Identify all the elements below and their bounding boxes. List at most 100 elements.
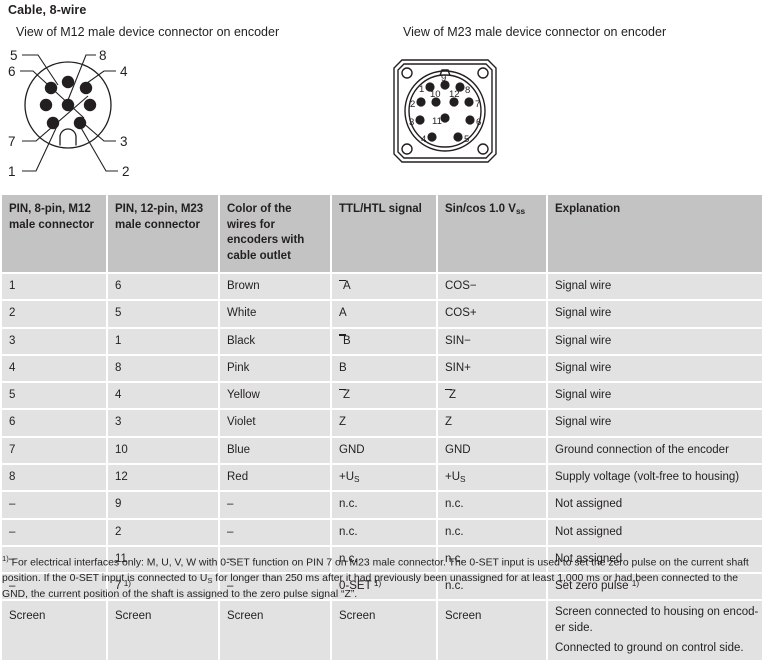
col-header-wire-color: Color of the wires for encoders with cab… bbox=[220, 195, 330, 273]
m23-flange-outer bbox=[393, 59, 497, 163]
m23-pin-12 bbox=[449, 97, 459, 107]
cell-m23-pin-value: 11 bbox=[115, 552, 127, 565]
cell-wire-color-value: – bbox=[227, 525, 234, 538]
cell-sincos-signal-value: SIN+ bbox=[445, 361, 471, 374]
table-row: –9–n.c.n.c.Not assigned bbox=[2, 492, 762, 518]
m23-pin-11 bbox=[440, 113, 450, 123]
cell-m12-pin: – bbox=[2, 519, 106, 545]
explanation-paragraph: Not assigned bbox=[555, 552, 623, 565]
cell-ttl-signal: GND bbox=[332, 437, 436, 464]
explanation-paragraph: Signal wire bbox=[555, 280, 612, 293]
cell-m23-pin: 10 bbox=[108, 437, 218, 464]
m23-label-4: 4 bbox=[421, 134, 426, 145]
cell-wire-color-value: White bbox=[227, 307, 257, 320]
cell-wire-color-value: Pink bbox=[227, 361, 250, 374]
cell-wire-color: Yellow bbox=[220, 383, 330, 409]
cell-m23-pin-value: 4 bbox=[115, 389, 122, 402]
cell-m12-pin: 1 bbox=[2, 274, 106, 300]
m23-mount-hole-br bbox=[477, 143, 489, 155]
m23-pin-6 bbox=[465, 115, 475, 125]
cell-wire-color-value: – bbox=[227, 580, 234, 593]
col-header-m12-pin: PIN, 8-pin, M12 male connector bbox=[2, 195, 106, 273]
connector-diagrams: View of M12 male device connector on enc… bbox=[0, 22, 762, 190]
cell-explanation: Supply voltage (volt-free to housing) bbox=[548, 465, 762, 491]
cell-m12-pin: Screen bbox=[2, 601, 106, 661]
cell-sincos-signal: GND bbox=[438, 437, 546, 464]
cell-sincos-signal: n.c. bbox=[438, 574, 546, 600]
cell-explanation: Signal wire bbox=[548, 410, 762, 436]
m12-label-3: 3 bbox=[120, 134, 128, 149]
m12-label-6: 6 bbox=[8, 64, 16, 79]
cell-sincos-signal: n.c. bbox=[438, 492, 546, 518]
cell-wire-color-value: Brown bbox=[227, 280, 260, 293]
explanation-footnote-ref: 1) bbox=[631, 578, 640, 588]
cell-m12-pin-value: – bbox=[9, 580, 16, 593]
explanation-paragraph: Supply voltage (volt-free to housing) bbox=[555, 471, 740, 484]
cell-wire-color: Brown bbox=[220, 274, 330, 300]
cell-sincos-signal: COS− bbox=[438, 274, 546, 300]
cell-sincos-signal-value: n.c. bbox=[445, 498, 464, 511]
col-header-m23-pin: PIN, 12-pin, M23 male connector bbox=[108, 195, 218, 273]
m12-pin-2 bbox=[73, 116, 87, 130]
cell-ttl-signal-value: B bbox=[339, 361, 347, 374]
cell-wire-color: Blue bbox=[220, 437, 330, 464]
m12-pin-6 bbox=[44, 81, 58, 95]
col-header-sincos-subscript: ss bbox=[515, 207, 526, 217]
m23-pin-4 bbox=[427, 132, 437, 142]
cell-wire-color: Screen bbox=[220, 601, 330, 661]
cell-explanation: Not assigned bbox=[548, 492, 762, 518]
cell-explanation: Not assigned bbox=[548, 519, 762, 545]
cell-m12-pin-value: 5 bbox=[9, 389, 16, 402]
cell-explanation: Set zero pulse 1) bbox=[548, 574, 762, 600]
cell-wire-color: – bbox=[220, 574, 330, 600]
cell-explanation: Signal wire bbox=[548, 328, 762, 354]
explanation-paragraph: Signal wire bbox=[555, 416, 612, 429]
m12-pin-4 bbox=[79, 81, 93, 95]
m12-pin-labels: 6 5 8 4 7 3 1 2 bbox=[8, 48, 130, 179]
cell-m23-pin: Screen bbox=[108, 601, 218, 661]
cell-m12-pin-value: 3 bbox=[9, 334, 16, 347]
cell-wire-color-value: – bbox=[227, 498, 234, 511]
m12-pin-5 bbox=[61, 75, 75, 89]
m23-pins bbox=[415, 80, 475, 142]
cell-ttl-signal: A bbox=[332, 274, 436, 300]
cell-m12-pin-value: – bbox=[9, 525, 16, 538]
cell-ttl-signal: Z bbox=[332, 410, 436, 436]
cell-m23-pin-value: 6 bbox=[115, 280, 122, 293]
cell-ttl-signal-footnote-ref: 1) bbox=[371, 578, 382, 588]
cell-m23-pin: 3 bbox=[108, 410, 218, 436]
m12-leader-lines bbox=[20, 54, 118, 172]
cell-ttl-signal: n.c. bbox=[332, 546, 436, 573]
explanation-paragraph: Connected to ground on control side. bbox=[555, 642, 744, 654]
cell-ttl-signal-subscript: S bbox=[354, 475, 360, 485]
cell-explanation: Not assigned bbox=[548, 546, 762, 573]
cell-ttl-signal: B bbox=[332, 355, 436, 382]
footnote-subscript: S bbox=[207, 575, 213, 585]
m23-label-7: 7 bbox=[475, 99, 480, 110]
m23-label-6: 6 bbox=[476, 117, 481, 128]
cell-wire-color-value: Blue bbox=[227, 443, 251, 456]
cell-m23-pin: 8 bbox=[108, 355, 218, 382]
cell-m12-pin: 8 bbox=[2, 465, 106, 491]
cell-sincos-signal-subscript: S bbox=[460, 475, 466, 485]
cell-ttl-signal-value: A bbox=[339, 279, 351, 294]
cell-m23-pin: 9 bbox=[108, 492, 218, 518]
cell-m23-pin: 4 bbox=[108, 383, 218, 409]
cell-explanation: Ground connection of the encoder bbox=[548, 437, 762, 464]
m23-label-12: 12 bbox=[449, 89, 460, 100]
cell-sincos-signal: SIN− bbox=[438, 328, 546, 354]
table-row: –2–n.c.n.c.Not assigned bbox=[2, 519, 762, 545]
m12-connector-diagram: 6 5 8 4 7 3 1 2 bbox=[8, 48, 130, 179]
cell-ttl-signal: A bbox=[332, 301, 436, 327]
cell-m12-pin-value: 8 bbox=[9, 471, 16, 484]
cell-m12-pin-value: – bbox=[9, 552, 16, 565]
cell-wire-color-value: Violet bbox=[227, 416, 256, 429]
cell-m23-pin-value: 5 bbox=[115, 307, 122, 320]
footnote-marker: 1) bbox=[2, 554, 9, 563]
cell-m23-pin-value: 8 bbox=[115, 361, 122, 374]
cell-explanation: Signal wire bbox=[548, 355, 762, 382]
